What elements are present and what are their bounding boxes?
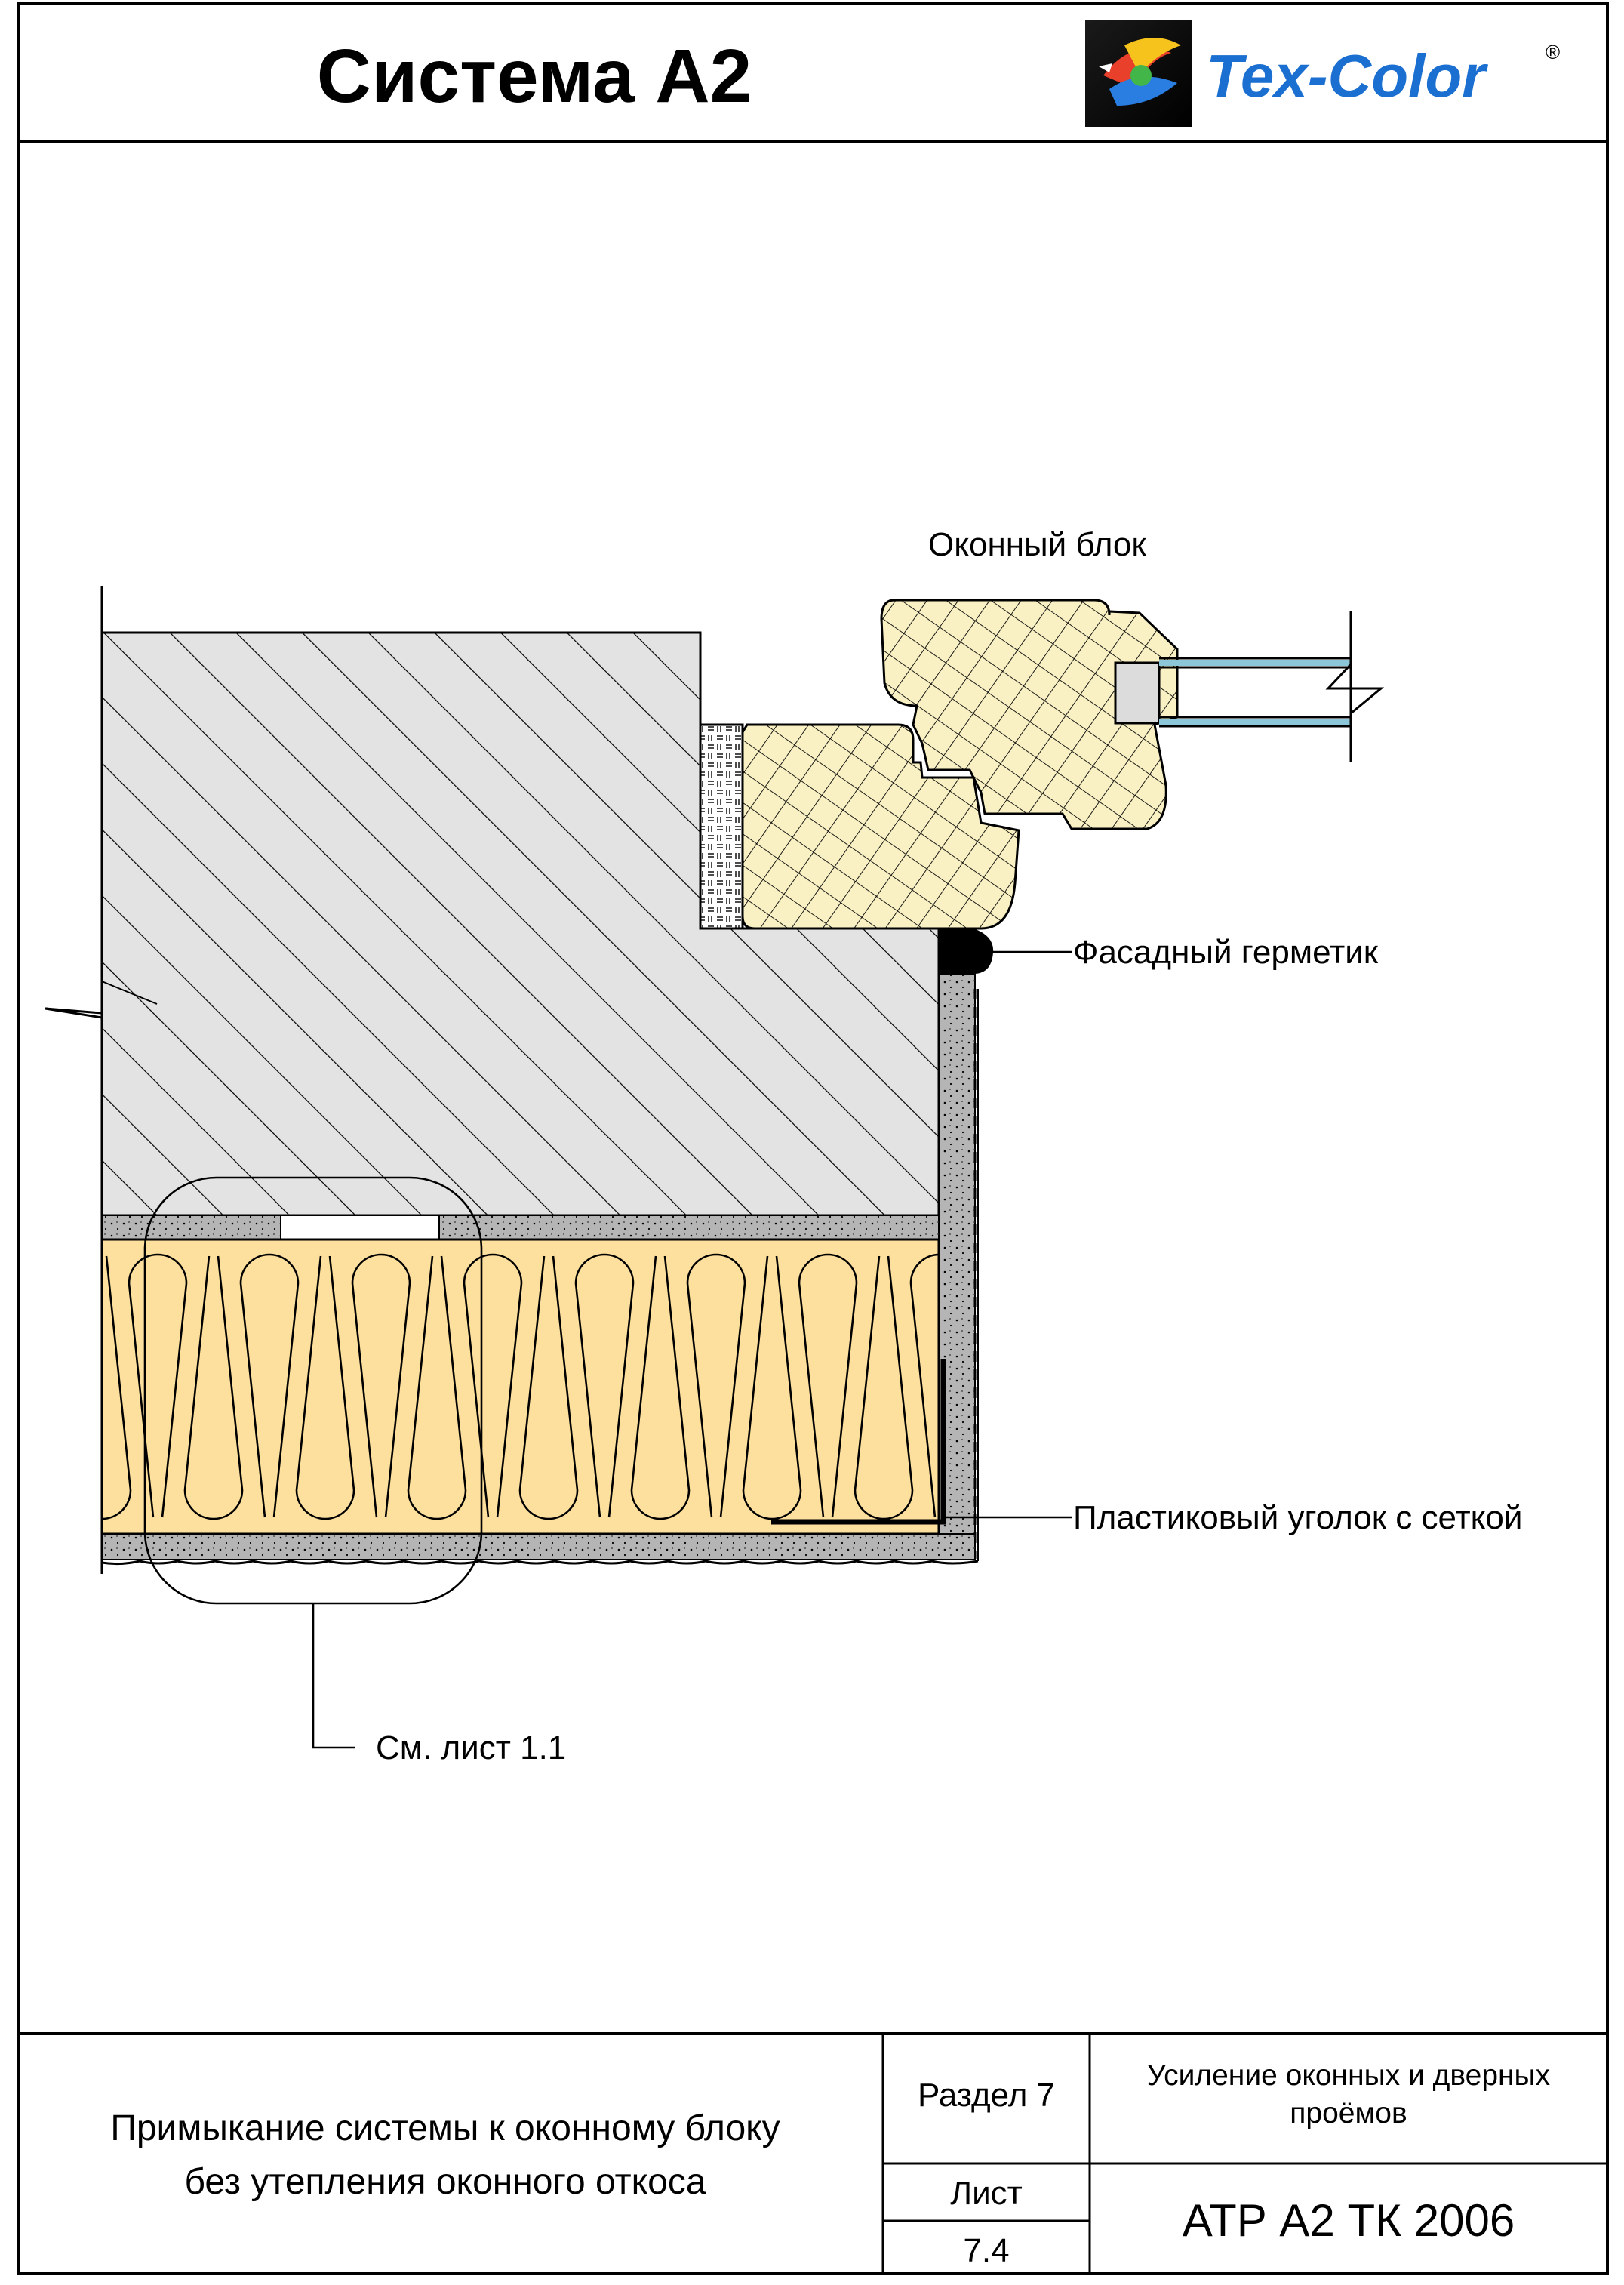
window-frame-lower: [741, 723, 1020, 930]
stamp-sheet-label: Лист: [950, 2175, 1023, 2212]
tex-color-logo-icon: [1085, 20, 1192, 127]
section-drawing: Оконный блок Фасадный герметик Пластиков…: [17, 526, 1624, 1766]
insulation-loop: [1023, 1255, 1080, 1517]
insulation-loop: [742, 1255, 802, 1520]
insulation-loop: [183, 1255, 244, 1520]
insulation-loop: [1134, 1255, 1192, 1517]
insulation-loop: [239, 1253, 300, 1518]
registered-mark: ®: [1546, 41, 1560, 63]
insulation-loop: [295, 1255, 355, 1520]
leader-lines: [312, 950, 1072, 1749]
stamp-description-line2: без утепления оконного откоса: [184, 2162, 706, 2202]
insulation-loop: [518, 1255, 579, 1520]
insulation-loop: [854, 1255, 914, 1520]
stamp-description-line1: Примыкание системы к оконному блоку: [110, 2108, 780, 2148]
insulation-loop: [1413, 1256, 1471, 1519]
sheet-frame: [17, 2, 1609, 2275]
plastic-corner-profile: [771, 1359, 946, 1525]
stamp-topic-line2: проёмов: [1290, 2097, 1407, 2129]
title-block: Примыкание системы к оконному блоку без …: [18, 2032, 1607, 2274]
insulation-loop: [1190, 1256, 1247, 1519]
insulation-loop: [351, 1253, 411, 1518]
insulation-loop: [574, 1253, 635, 1518]
insulation-loop: [909, 1253, 939, 1518]
insulation-loop: [1246, 1255, 1303, 1517]
stamp-code: АТР А2 ТК 2006: [1183, 2195, 1515, 2246]
insulation-loop: [686, 1253, 746, 1518]
insulation-loop: [1078, 1256, 1136, 1519]
insulation-loop: [407, 1255, 467, 1520]
stamp-topic-line1: Усиление оконных и дверных: [1147, 2059, 1551, 2092]
label-plastic-corner: Пластиковый уголок с сеткой: [1073, 1499, 1522, 1536]
insulation-loop: [463, 1253, 523, 1518]
stamp-section: Раздел 7: [918, 2077, 1055, 2114]
header: Система А2 Tex-Color ®: [317, 20, 1560, 127]
insulation-loop: [1469, 1255, 1527, 1517]
base-plaster: [101, 989, 979, 1566]
insulation-loop: [630, 1255, 691, 1520]
mounting-foam: [699, 723, 744, 930]
insulation-loop: [128, 1253, 188, 1518]
page-title: Система А2: [317, 34, 752, 119]
insulation-loop: [1525, 1256, 1582, 1519]
insulation-loop: [798, 1253, 858, 1518]
logo-text: Tex-Color: [1206, 42, 1488, 109]
insulation-loop: [1358, 1255, 1415, 1517]
insulation-loop: [1302, 1256, 1359, 1519]
facade-sealant: [939, 928, 994, 974]
insulation-loop: [102, 1255, 132, 1520]
insulation-loop: [17, 1255, 75, 1517]
stamp-sheet-number: 7.4: [963, 2232, 1009, 2269]
insulation-loops: [17, 1253, 1624, 1520]
glazing-unit: [1114, 611, 1385, 762]
insulation-loop: [1581, 1255, 1624, 1517]
adhesive-layer: [101, 1215, 940, 1240]
label-facade-sealant: Фасадный герметик: [1073, 934, 1379, 971]
insulation-board: [17, 1238, 1624, 1535]
window-sash: [880, 599, 1179, 830]
label-window-block: Оконный блок: [928, 526, 1146, 563]
label-see-sheet: См. лист 1.1: [376, 1729, 566, 1766]
